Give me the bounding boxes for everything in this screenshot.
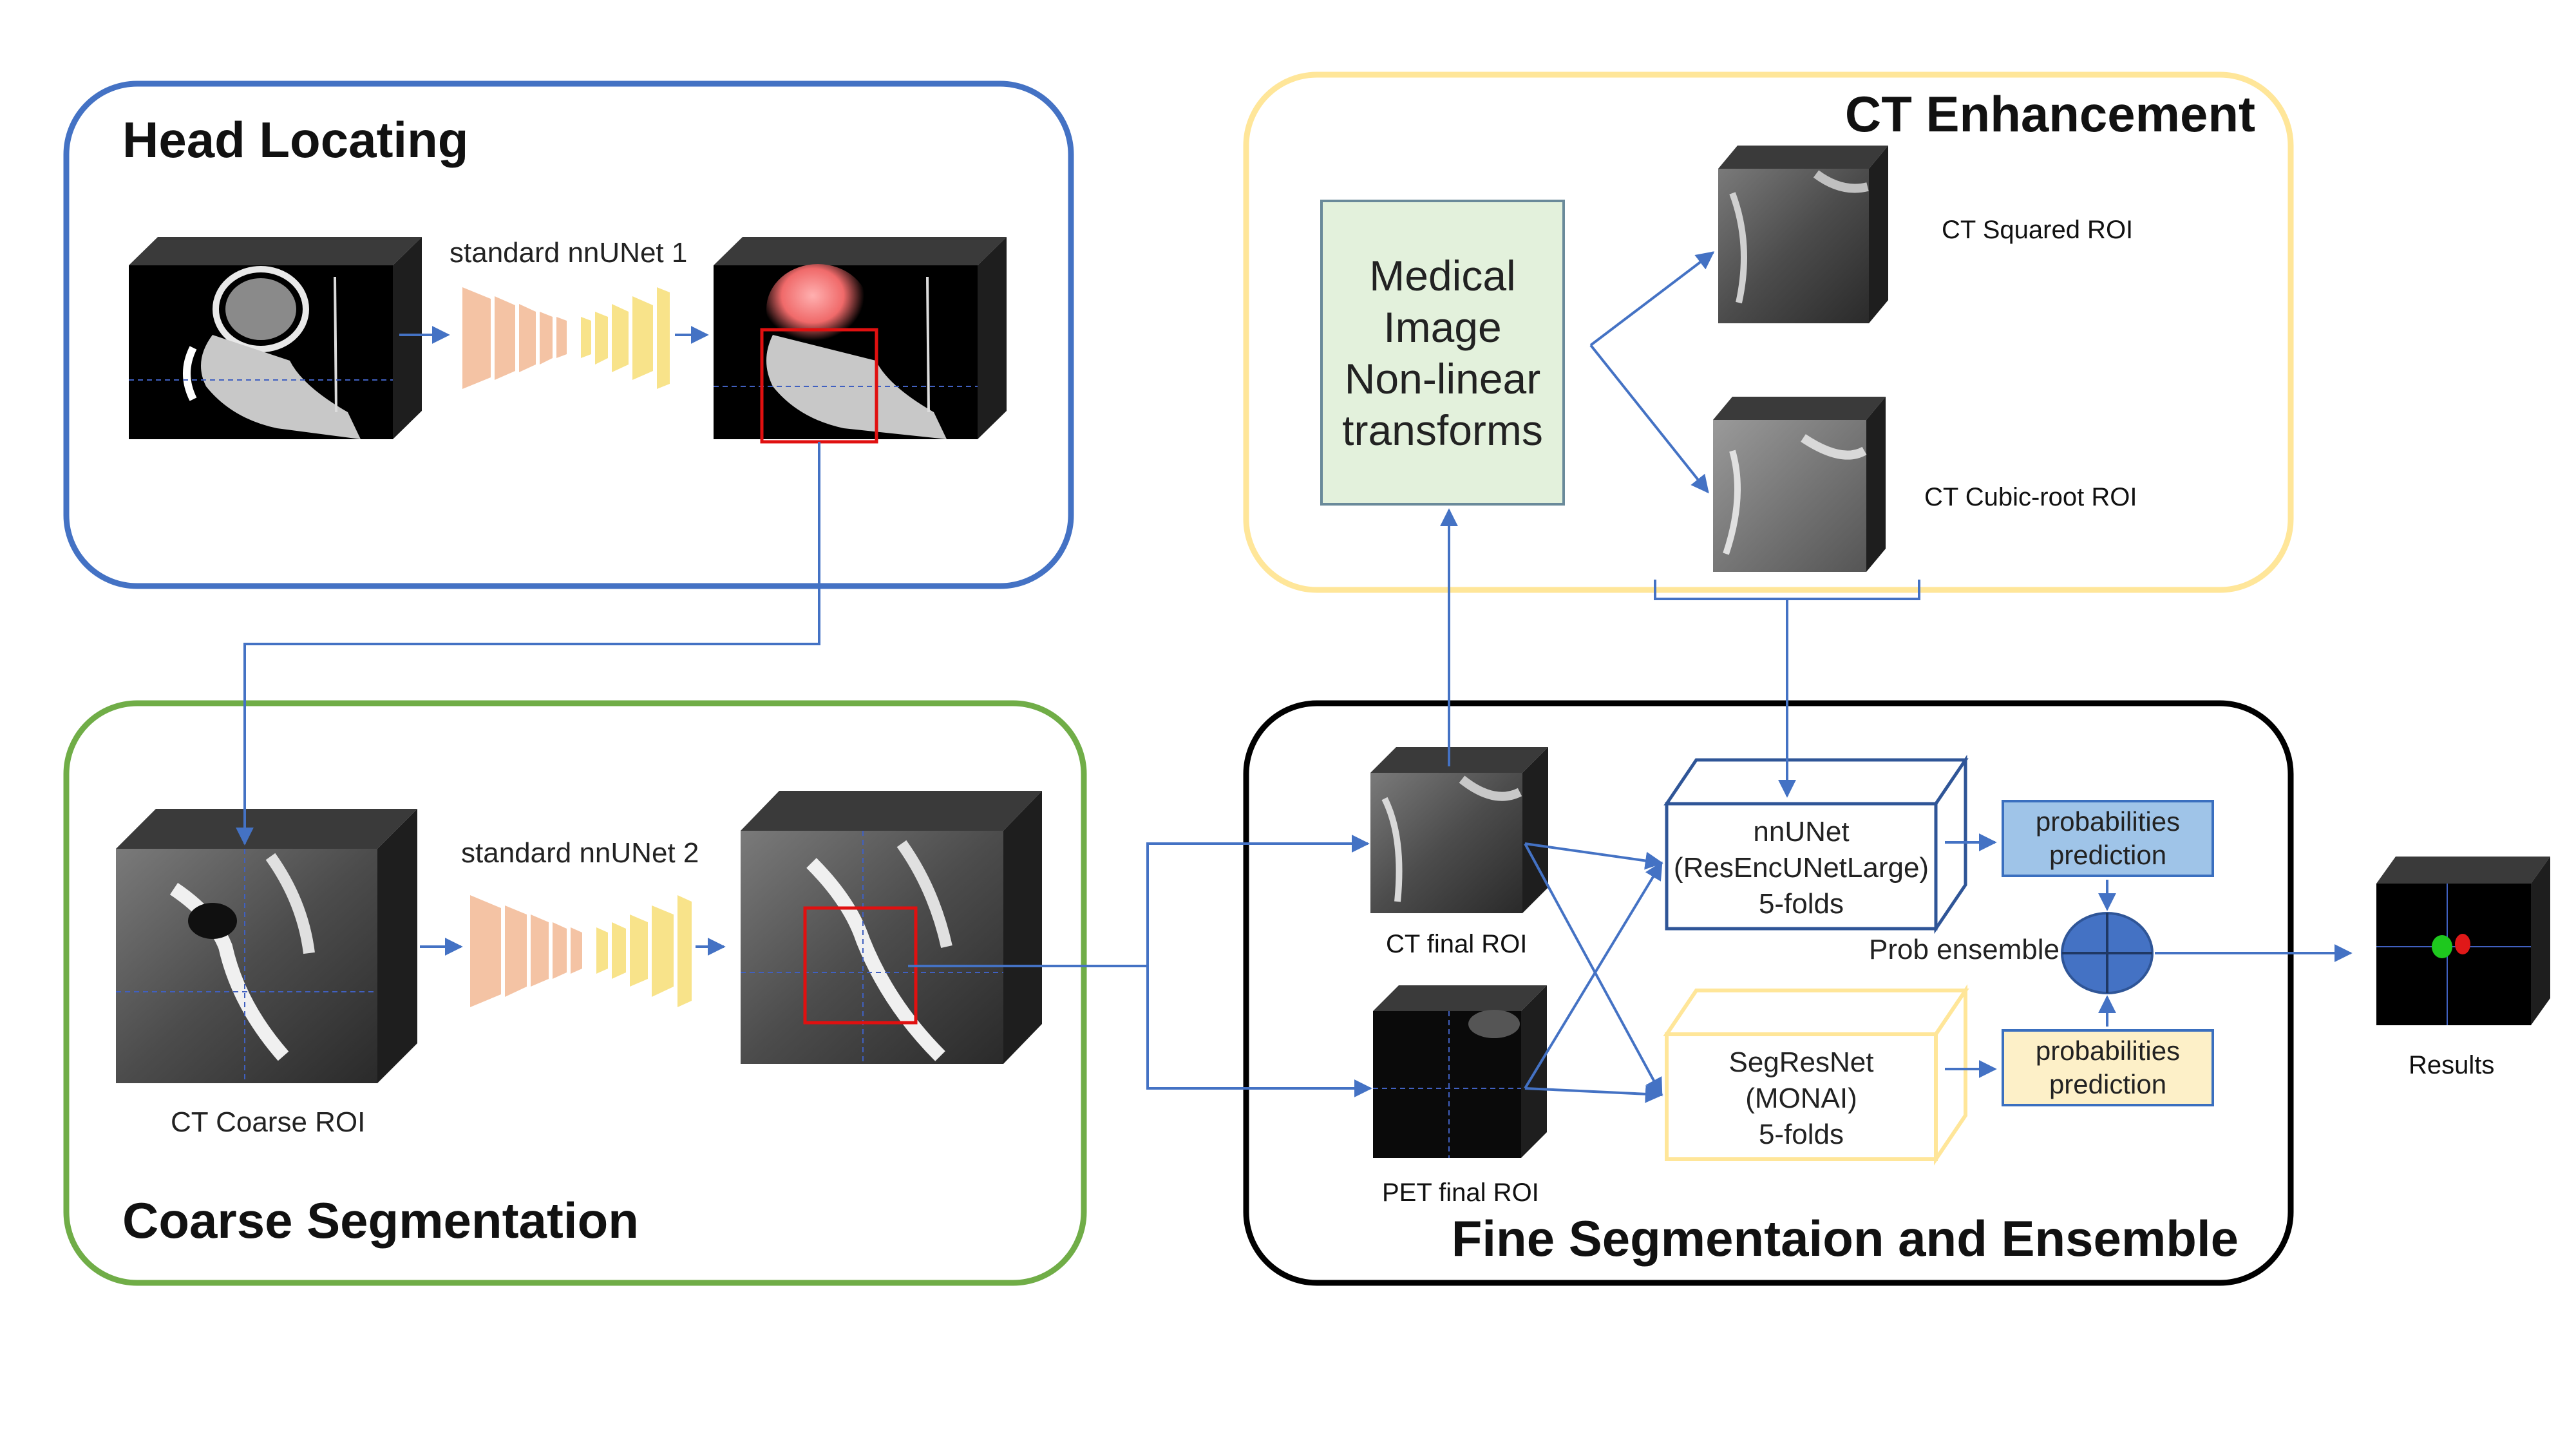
segresnet-model-box <box>1663 984 1969 1166</box>
prob-ensemble-label: Prob ensemble <box>1869 934 2060 965</box>
probabilities-box-nnunet: probabilities prediction <box>2002 800 2214 877</box>
nnunet-model-text: nnUNet (ResEncUNetLarge) 5-folds <box>1668 814 1935 922</box>
ct-squared-volume <box>1718 146 1888 323</box>
results-volume <box>2376 857 2550 1025</box>
prob2-line-1: probabilities <box>2035 1036 2181 1066</box>
segresnet-folds: 5-folds <box>1758 1119 1844 1150</box>
connectors <box>236 251 2353 1103</box>
medical-line-2: Image <box>1383 303 1502 351</box>
head-locating-title: Head Locating <box>122 111 469 168</box>
ct-final-roi-volume <box>1370 747 1548 913</box>
ct-coarse-roi-volume <box>116 809 417 1083</box>
nnunet-1-label: standard nnUNet 1 <box>450 237 688 269</box>
ct-enhancement-panel <box>1243 71 2294 593</box>
ct-enhancement-title: CT Enhancement <box>1844 86 2255 142</box>
prob1-line-1: probabilities <box>2035 806 2181 837</box>
segresnet-variant: (MONAI) <box>1745 1083 1857 1114</box>
ensemble-circle <box>2061 912 2154 994</box>
coarse-segmentation-panel <box>63 700 1087 1286</box>
segresnet-model-text: SegResNet (MONAI) 5-folds <box>1668 1045 1935 1153</box>
ct-squared-roi-label: CT Squared ROI <box>1942 216 2134 244</box>
fine-segmentation-panel <box>1243 700 2294 1286</box>
nonlinear-transform-box: Medical Image Non-linear transforms <box>1320 200 1565 506</box>
ct-volume-input <box>129 237 422 439</box>
nnunet-2-label: standard nnUNet 2 <box>461 837 699 869</box>
nnunet-folds: 5-folds <box>1758 888 1844 920</box>
ct-coarse-roi-label: CT Coarse ROI <box>171 1106 366 1138</box>
pet-final-roi-volume <box>1373 985 1547 1158</box>
nnunet-model-box <box>1663 754 1969 934</box>
ct-cubic-root-volume <box>1713 397 1886 572</box>
ct-coarse-seg-volume <box>741 791 1042 1064</box>
coarse-segmentation-title: Coarse Segmentation <box>122 1192 639 1249</box>
probabilities-box-segresnet: probabilities prediction <box>2002 1029 2214 1106</box>
medical-line-3: Non-linear <box>1344 354 1541 402</box>
nnunet-2-blocks <box>470 895 692 1007</box>
medical-line-4: transforms <box>1342 406 1543 454</box>
ct-final-roi-label: CT final ROI <box>1386 930 1528 958</box>
medical-line-1: Medical <box>1369 251 1516 299</box>
pet-final-roi-label: PET final ROI <box>1382 1179 1539 1207</box>
ct-cubic-root-roi-label: CT Cubic-root ROI <box>1924 483 2137 511</box>
nnunet-1-blocks <box>462 287 670 389</box>
prob1-line-2: prediction <box>2049 840 2167 870</box>
segresnet-name: SegResNet <box>1728 1046 1874 1078</box>
prob2-line-2: prediction <box>2049 1069 2167 1099</box>
nnunet-name: nnUNet <box>1753 816 1850 848</box>
fine-segmentation-title: Fine Segmentaion and Ensemble <box>1451 1210 2239 1267</box>
nnunet-variant: (ResEncUNetLarge) <box>1673 852 1929 884</box>
results-label: Results <box>2409 1051 2495 1079</box>
ct-volume-head-seg <box>714 237 1007 444</box>
head-locating-panel <box>63 80 1074 589</box>
